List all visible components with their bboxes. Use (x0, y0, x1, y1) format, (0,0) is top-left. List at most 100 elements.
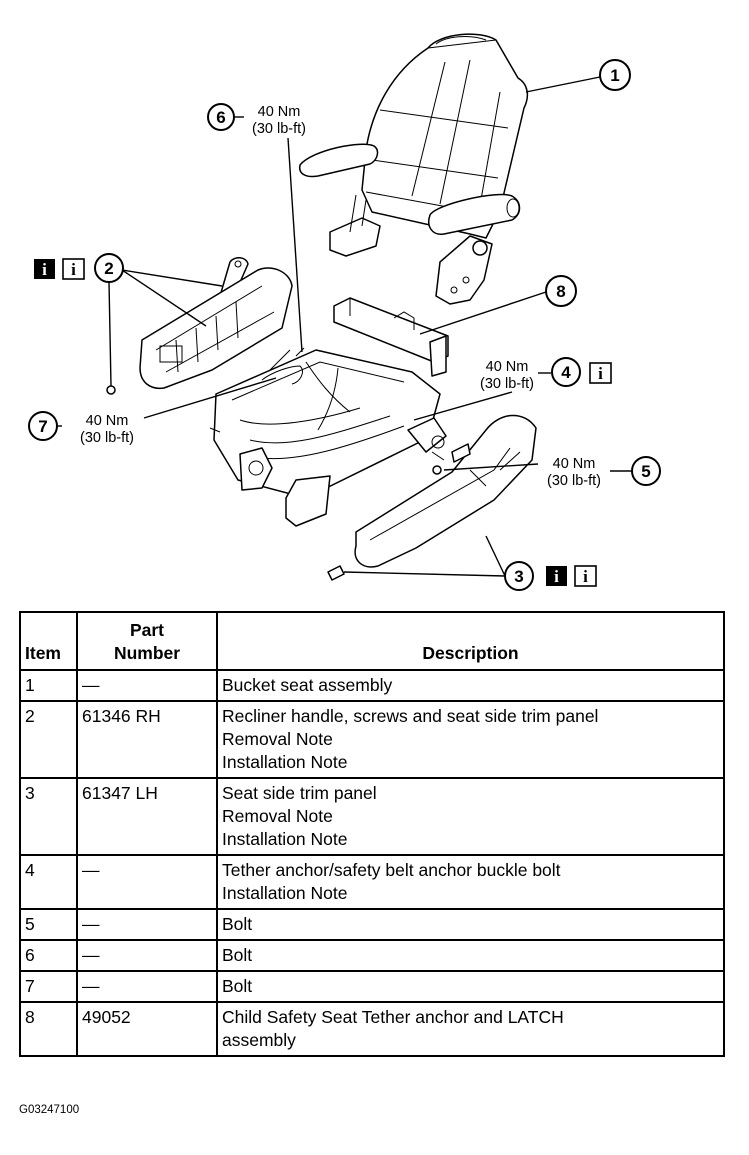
cell-item: 5 (19, 908, 78, 941)
cell-part-number: 61346 RH (76, 700, 218, 779)
callout-1: 1 (599, 59, 631, 91)
description-line: assembly (222, 1030, 296, 1050)
seat-back-drawing (298, 33, 529, 305)
side-trim-panel-drawing (139, 267, 293, 390)
info-icon-dark[interactable]: i (34, 259, 55, 279)
svg-text:40 Nm: 40 Nm (258, 104, 301, 120)
info-icon-light[interactable]: i (589, 362, 612, 384)
torque-label-5: 40 Nm (30 lb-ft) (547, 456, 601, 489)
callout-4: 4 (551, 357, 581, 387)
callout-2: 2 (94, 253, 124, 283)
bolt-item-7 (106, 385, 116, 395)
cell-part-number: 49052 (76, 1001, 218, 1057)
description-line: Installation Note (222, 752, 348, 772)
cell-description: Bolt (216, 939, 725, 972)
cell-description: Bucket seat assembly (216, 669, 725, 702)
table-header-row: Item Part Number Description (19, 611, 725, 671)
svg-text:(30 lb-ft): (30 lb-ft) (547, 473, 601, 489)
svg-text:i: i (598, 364, 603, 383)
cell-item: 8 (19, 1001, 78, 1057)
svg-text:40 Nm: 40 Nm (553, 456, 596, 472)
svg-text:(30 lb-ft): (30 lb-ft) (480, 376, 534, 392)
header-item: Item (19, 611, 78, 671)
info-icon-dark[interactable]: i (546, 566, 567, 586)
table-row: 4—Tether anchor/safety belt anchor buckl… (19, 854, 725, 910)
cell-item: 3 (19, 777, 78, 856)
description-line: Installation Note (222, 883, 348, 903)
description-line: Bolt (222, 976, 253, 996)
cell-description: Tether anchor/safety belt anchor buckle … (216, 854, 725, 910)
parts-table: Item Part Number Description 1—Bucket se… (19, 611, 725, 1057)
description-line: Tether anchor/safety belt anchor buckle … (222, 860, 561, 880)
cell-item: 7 (19, 970, 78, 1003)
svg-text:5: 5 (641, 462, 650, 481)
svg-text:i: i (42, 260, 47, 279)
svg-text:1: 1 (610, 66, 619, 85)
svg-text:40 Nm: 40 Nm (86, 413, 129, 429)
svg-text:8: 8 (556, 282, 565, 301)
svg-text:i: i (71, 260, 76, 279)
svg-text:2: 2 (104, 259, 113, 278)
svg-text:i: i (583, 567, 588, 586)
svg-text:(30 lb-ft): (30 lb-ft) (252, 121, 306, 137)
svg-text:4: 4 (561, 363, 571, 382)
description-line: Bolt (222, 914, 253, 934)
cell-item: 2 (19, 700, 78, 779)
info-icon-light[interactable]: i (574, 565, 597, 587)
table-row: 1—Bucket seat assembly (19, 669, 725, 702)
exploded-seat-diagram: 1 6 2 8 4 7 5 3 40 Nm (30 lb-ft) 40 Nm (… (28, 33, 661, 591)
torque-label-7: 40 Nm (30 lb-ft) (80, 413, 134, 446)
description-line: Recliner handle, screws and seat side tr… (222, 706, 599, 726)
cell-description: Recliner handle, screws and seat side tr… (216, 700, 725, 779)
leader-lines (56, 76, 632, 577)
description-line: Removal Note (222, 729, 333, 749)
latch-anchor-drawing (333, 297, 449, 377)
description-line: Child Safety Seat Tether anchor and LATC… (222, 1007, 564, 1027)
table-row: 7—Bolt (19, 970, 725, 1003)
svg-text:(30 lb-ft): (30 lb-ft) (80, 430, 134, 446)
cell-item: 1 (19, 669, 78, 702)
description-line: Bucket seat assembly (222, 675, 393, 695)
cell-part-number: — (76, 970, 218, 1003)
svg-text:3: 3 (514, 567, 523, 586)
cell-description: Bolt (216, 970, 725, 1003)
seat-side-trim-panel-drawing (354, 414, 537, 568)
table-row: 6—Bolt (19, 939, 725, 972)
callout-3: 3 (504, 561, 534, 591)
description-line: Seat side trim panel (222, 783, 377, 803)
cell-item: 4 (19, 854, 78, 910)
info-icon-light[interactable]: i (62, 258, 85, 280)
figure-id: G03247100 (19, 1104, 80, 1116)
bolt-item-3 (327, 565, 345, 581)
callout-6: 6 (207, 103, 235, 131)
header-description: Description (216, 611, 725, 671)
description-line: Bolt (222, 945, 253, 965)
svg-text:6: 6 (216, 108, 225, 127)
cell-description: Bolt (216, 908, 725, 941)
callout-8: 8 (545, 275, 577, 307)
callout-5: 5 (631, 456, 661, 486)
seat-cushion-frame-drawing (209, 347, 447, 527)
svg-text:7: 7 (38, 417, 47, 436)
cell-part-number: — (76, 939, 218, 972)
table-row: 5—Bolt (19, 908, 725, 941)
cell-description: Child Safety Seat Tether anchor and LATC… (216, 1001, 725, 1057)
description-line: Removal Note (222, 806, 333, 826)
bolt-item-4 (451, 443, 471, 463)
svg-text:i: i (554, 567, 559, 586)
cell-part-number: — (76, 908, 218, 941)
description-line: Installation Note (222, 829, 348, 849)
torque-label-4: 40 Nm (30 lb-ft) (480, 359, 534, 392)
torque-label-6: 40 Nm (30 lb-ft) (252, 104, 306, 137)
header-part-number: Part Number (76, 611, 218, 671)
cell-part-number: — (76, 669, 218, 702)
cell-part-number: — (76, 854, 218, 910)
header-part-line2: Number (113, 643, 181, 663)
cell-part-number: 61347 LH (76, 777, 218, 856)
bolt-item-5 (432, 465, 442, 475)
